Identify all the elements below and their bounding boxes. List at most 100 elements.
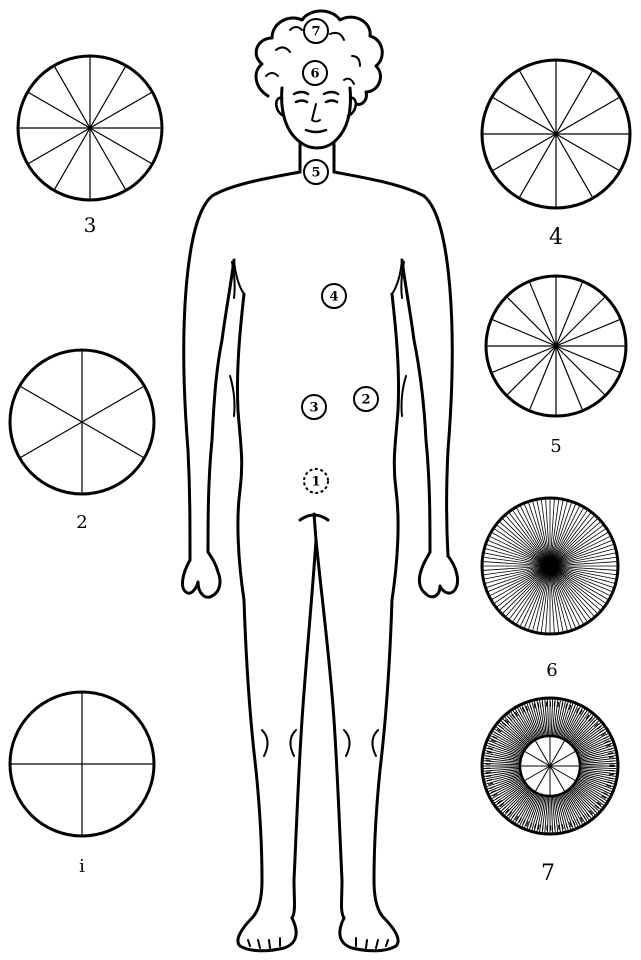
ring-hatch <box>562 793 579 828</box>
ring-hatch <box>556 699 567 737</box>
ring-hatch <box>531 794 543 832</box>
ring-hatch <box>558 794 572 831</box>
knees <box>261 729 379 757</box>
wheel-spoke <box>549 565 607 605</box>
ring-hatch <box>505 788 531 818</box>
wheel-spoke <box>549 565 605 608</box>
marker-label: 7 <box>311 25 320 40</box>
hair-curls <box>265 26 361 85</box>
ring-hatch <box>579 766 618 770</box>
wheel-spoke <box>89 91 153 129</box>
wheel-spoke <box>532 500 551 567</box>
ring-hatch <box>565 707 586 741</box>
wheel-label: 6 <box>546 660 557 681</box>
wheel-spoke <box>81 421 145 459</box>
ring-hatch <box>531 700 543 738</box>
wheel-spoke <box>549 511 592 567</box>
wheel-spoke <box>536 499 551 567</box>
wheel-label: 7 <box>541 861 555 886</box>
wheel-spoke <box>532 565 551 632</box>
wheel-spoke <box>488 565 551 597</box>
ring-hatch <box>553 795 559 834</box>
left-leg-outer <box>242 598 264 920</box>
hair <box>254 9 384 106</box>
ring-hatch <box>579 770 618 778</box>
wheel-7: 7 <box>480 696 620 886</box>
ring-hatch <box>553 698 559 737</box>
torso-right <box>390 292 401 602</box>
wheel-spoke <box>504 514 551 567</box>
marker-circle <box>302 60 328 86</box>
ring-hatch <box>568 789 593 820</box>
wheel-spoke <box>549 506 585 567</box>
wheel-spoke <box>534 739 551 767</box>
wheel-spoke <box>534 765 551 793</box>
wheel-spoke <box>555 345 606 396</box>
marker-label: 6 <box>310 67 319 82</box>
wheel-spoke <box>490 565 551 601</box>
chakra-wheels: 3 2 i 4 5 6 7 <box>8 54 632 886</box>
ring-hatch <box>556 795 567 833</box>
wheel-spoke <box>493 527 551 567</box>
marker-circle <box>353 386 379 412</box>
ring-hatch <box>577 742 614 757</box>
wheel-label: 5 <box>550 436 561 457</box>
ring-hatch <box>483 772 521 783</box>
ring-hatch <box>483 752 521 761</box>
left-toes <box>247 937 281 949</box>
left-armpit <box>233 259 245 295</box>
wheel-spoke <box>501 565 551 615</box>
ring-hatch <box>493 782 526 805</box>
ring-hatch <box>494 783 526 807</box>
wheel-spoke <box>491 318 557 347</box>
wheel-spoke <box>545 498 551 567</box>
wheel-hub <box>541 557 559 575</box>
wheel-3: i <box>8 690 156 877</box>
wheel-spoke <box>549 765 566 793</box>
right-leg-inner <box>314 538 346 920</box>
wheel-spoke <box>549 524 605 567</box>
ring-hatch <box>482 760 521 765</box>
ring-hatch <box>554 698 562 737</box>
wheel-spoke <box>549 565 596 618</box>
wheel-label: 4 <box>549 225 563 250</box>
right-foot <box>338 916 400 953</box>
mouth <box>304 128 328 134</box>
wheel-spoke <box>549 503 577 567</box>
wheel-label: i <box>79 856 85 877</box>
body-marker-7: 7 <box>303 18 329 44</box>
wheel-spoke <box>487 539 551 567</box>
wheel-spoke <box>482 556 551 567</box>
ring-hatch <box>546 698 550 737</box>
ring-hatch <box>572 721 602 747</box>
wheel-spoke <box>549 565 615 589</box>
ring-hatch <box>578 744 615 758</box>
wheel-2: 2 <box>8 348 156 533</box>
ring-hatch <box>536 699 545 737</box>
marker-label: 3 <box>309 401 318 416</box>
ring-hatch <box>544 795 549 834</box>
ring-hatch <box>579 754 618 762</box>
ring-hatch <box>501 786 530 815</box>
ring-hatch <box>507 712 532 743</box>
wheel-spokes <box>482 498 618 634</box>
wheel-spoke <box>527 565 551 631</box>
ring-hatch <box>503 715 530 745</box>
wheel-spoke <box>484 565 551 584</box>
ring-hatch <box>575 781 609 802</box>
wheel-1: 3 <box>16 54 164 237</box>
wheel-spoke <box>518 69 557 135</box>
marker-label: 1 <box>311 475 320 490</box>
ring-hatch <box>571 786 601 813</box>
body-marker-2: 2 <box>353 386 379 412</box>
wheel-spoke <box>501 517 551 567</box>
ring-hatch <box>489 779 524 798</box>
face-outline <box>280 86 352 150</box>
ring-hatch <box>498 721 528 747</box>
wheel-spoke <box>491 96 557 135</box>
left-arm-outer <box>182 170 302 562</box>
wheel-spoke <box>549 565 618 571</box>
wheel-spoke <box>549 527 607 567</box>
ear-right <box>346 96 357 118</box>
wheel-spoke <box>555 133 621 172</box>
